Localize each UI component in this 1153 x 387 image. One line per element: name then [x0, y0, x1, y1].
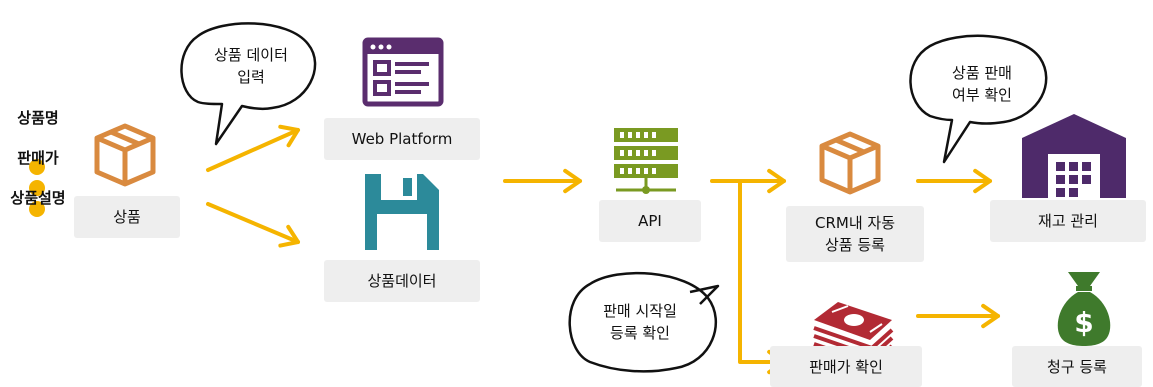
arrow-product-to-web	[206, 128, 300, 172]
arrow-data-to-api-head	[563, 168, 582, 194]
arrow-product-to-data	[206, 202, 300, 244]
node-product-label: 상품	[74, 196, 180, 238]
attribute-description: 상품설명	[10, 189, 66, 207]
box-icon	[819, 131, 881, 195]
web-form-icon	[362, 37, 444, 107]
node-billing-label: 청구 등록	[1012, 346, 1142, 387]
money-bag-icon: $	[1057, 272, 1111, 346]
arrow-crm-to-inventory-head	[973, 168, 992, 194]
node-crm-label: CRM내 자동 상품 등록	[786, 206, 924, 262]
floppy-disk-icon	[365, 174, 439, 250]
arrow-price-to-billing-head	[981, 303, 1000, 329]
box-icon	[94, 123, 156, 187]
bubble-sale-status-shape	[909, 34, 1048, 164]
bubble-data-input-shape	[180, 22, 317, 146]
product-attributes: 상품명 판매가 상품설명	[0, 88, 76, 228]
arrow-api-to-price	[738, 179, 786, 364]
warehouse-icon	[1022, 114, 1126, 198]
bubble-sale-start-shape	[568, 271, 720, 373]
bubble-sale-status-text: 상품 판매 여부 확인	[952, 64, 1012, 104]
server-icon	[614, 128, 678, 194]
node-price-check-label: 판매가 확인	[770, 346, 922, 387]
attribute-price: 판매가	[17, 149, 59, 167]
bubble-sale-start-text: 판매 시작일 등록 확인	[603, 302, 677, 342]
arrow-product-to-data-head	[278, 224, 300, 248]
arrow-product-to-web-head	[278, 124, 300, 148]
svg-text:$: $	[1074, 306, 1093, 339]
arrow-api-to-crm-head	[767, 168, 786, 194]
node-inventory-label: 재고 관리	[990, 200, 1146, 242]
attribute-product-name: 상품명	[17, 109, 59, 127]
ellipsis-dots	[29, 159, 45, 217]
node-api-label: API	[599, 200, 701, 242]
node-web-platform-label: Web Platform	[324, 118, 480, 160]
bubble-data-input-text: 상품 데이터 입력	[214, 46, 288, 86]
node-product-data-label: 상품데이터	[324, 260, 480, 302]
